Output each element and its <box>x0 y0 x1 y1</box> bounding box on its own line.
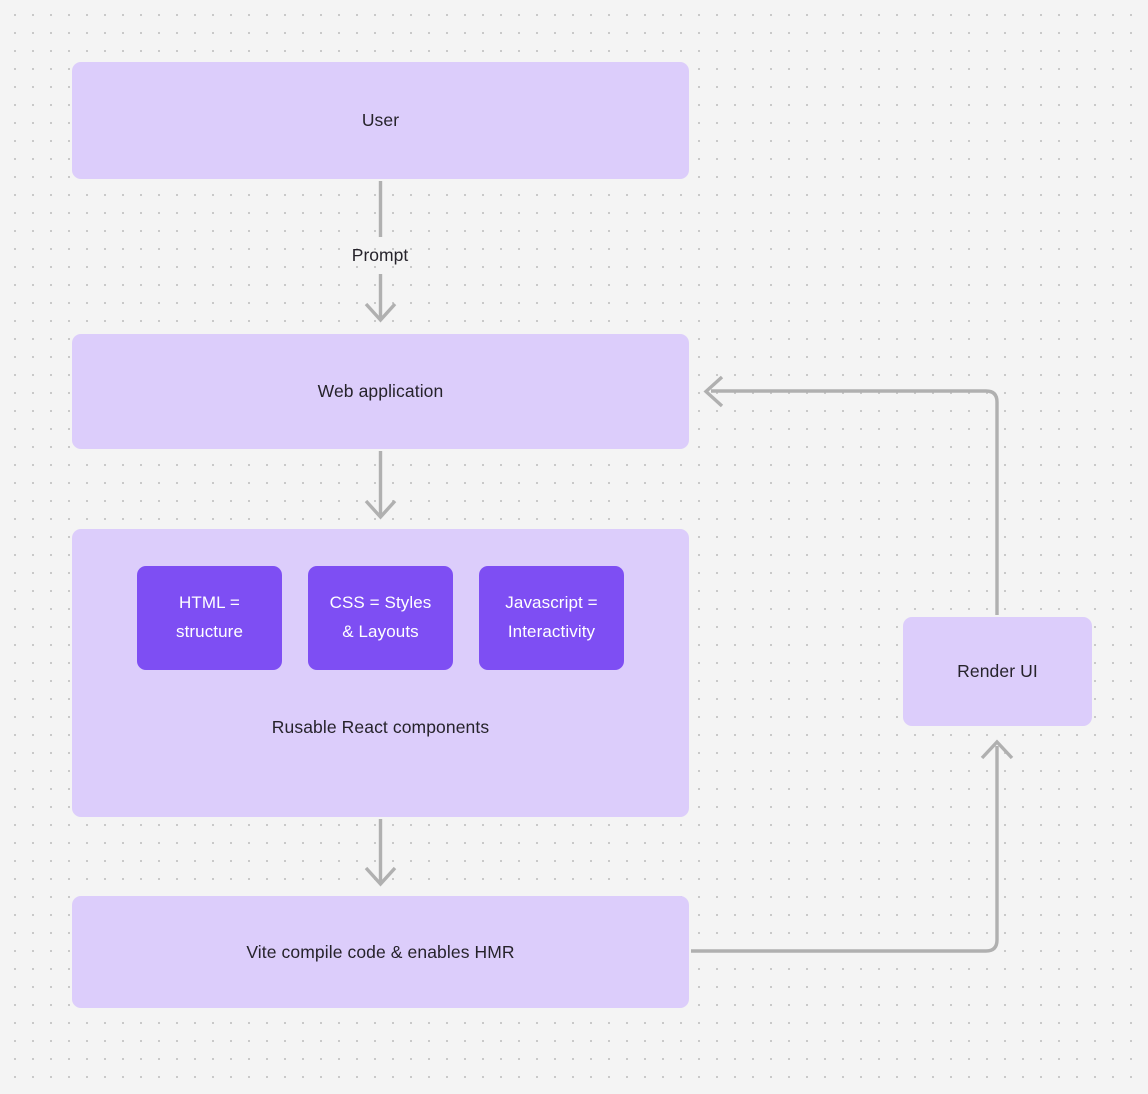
arrowhead-webapp-to-components <box>364 499 397 520</box>
node-react-components-label: Rusable React components <box>271 717 490 737</box>
chip-javascript[interactable]: Javascript = Interactivity <box>479 566 624 670</box>
arrowhead-user-to-webapp <box>364 302 397 323</box>
node-user[interactable]: User <box>72 62 689 179</box>
node-vite-label: Vite compile code & enables HMR <box>246 941 515 962</box>
edge-label-prompt: Prompt <box>351 245 409 265</box>
arrowhead-vite-to-render <box>980 739 1014 760</box>
node-web-application-label: Web application <box>317 381 444 402</box>
arrowhead-render-to-webapp <box>703 375 724 408</box>
node-web-application[interactable]: Web application <box>72 334 689 449</box>
node-render-ui-label: Render UI <box>957 661 1038 682</box>
chip-css[interactable]: CSS = Styles & Layouts <box>308 566 453 670</box>
node-user-label: User <box>361 110 400 131</box>
chip-row: HTML = structure CSS = Styles & Layouts … <box>72 566 689 670</box>
edge-vite-to-render <box>691 746 999 953</box>
node-render-ui[interactable]: Render UI <box>903 617 1092 726</box>
node-vite[interactable]: Vite compile code & enables HMR <box>72 896 689 1008</box>
arrowhead-components-to-vite <box>364 866 397 887</box>
edge-render-to-webapp <box>711 389 999 615</box>
chip-html[interactable]: HTML = structure <box>137 566 282 670</box>
chip-html-label: HTML = structure <box>175 593 244 641</box>
node-react-components[interactable]: HTML = structure CSS = Styles & Layouts … <box>72 529 689 817</box>
chip-javascript-label: Javascript = Interactivity <box>505 593 598 641</box>
chip-css-label: CSS = Styles & Layouts <box>329 593 432 641</box>
